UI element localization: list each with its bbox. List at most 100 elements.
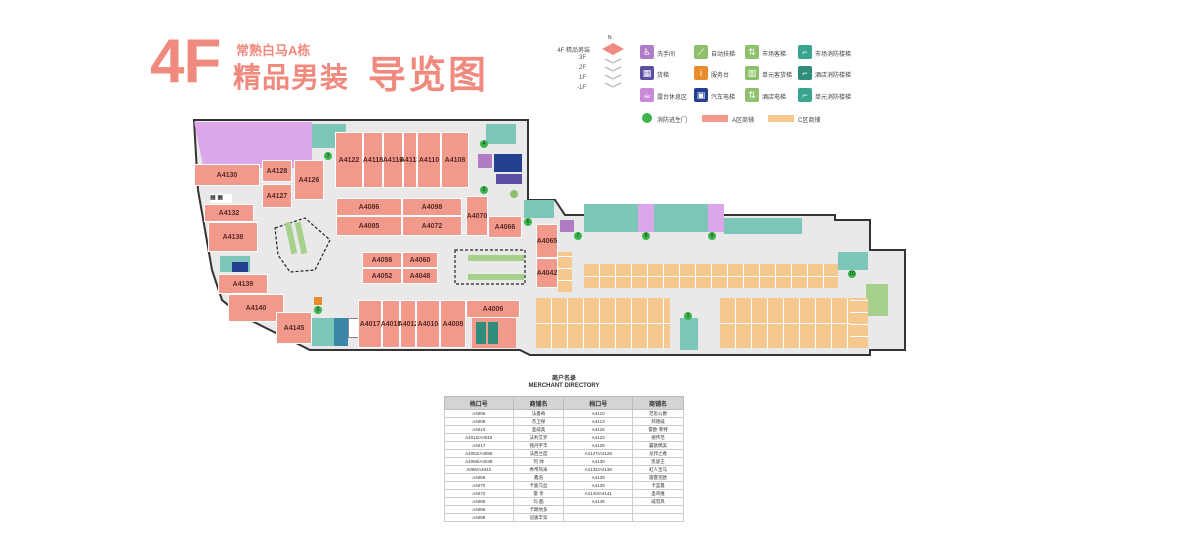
table-cell: 雷霆克欧 <box>632 473 684 482</box>
table-cell: A4012/A4015 <box>444 433 514 442</box>
legend-zone-label: 消防逃生门 <box>657 118 688 124</box>
table-cell: A4122 <box>563 433 634 442</box>
shop-a4113[interactable]: A4113 <box>400 132 420 188</box>
legend-zone-label: A区商铺 <box>732 118 755 124</box>
guide-title: 导览图 <box>368 55 489 97</box>
freight-elevator-icon <box>496 174 522 184</box>
shop-a4048[interactable]: A4048 <box>402 268 438 284</box>
shop-a4008[interactable]: A4008 <box>440 300 466 348</box>
floor-number: 4F <box>150 27 221 96</box>
shop-a4006[interactable]: A4006 <box>466 300 520 318</box>
unit-elevator-icon: ▥ <box>745 66 759 80</box>
column-header: 商铺名 <box>632 396 684 410</box>
shop-a4052[interactable]: A4052 <box>362 268 402 284</box>
shop-a4145[interactable]: A4145 <box>276 312 312 344</box>
terrace-icon <box>638 204 654 232</box>
shop-a4086[interactable]: A4086 <box>336 198 402 216</box>
directory-title: 商户名录 <box>551 376 576 382</box>
shop-a4012[interactable]: A4012 <box>398 300 418 348</box>
floor-item-1f[interactable]: 1F <box>578 75 586 81</box>
table-cell: 玛 酷 <box>512 497 565 506</box>
zone-c-swatch <box>768 115 794 122</box>
table-cell: A4140/A4141 <box>563 489 634 498</box>
shop-a4140[interactable]: A4140 <box>228 294 284 322</box>
shop-a4010[interactable]: A4010 <box>416 300 440 348</box>
shop-a4015[interactable]: A4015 <box>381 300 401 348</box>
exit-marker-5: 5 <box>480 186 488 194</box>
table-cell: 圣哥维 <box>632 489 684 498</box>
exit-marker-7: 7 <box>574 232 582 240</box>
table-cell: A4086 <box>444 505 514 514</box>
shop-a4127[interactable]: A4127 <box>262 184 292 208</box>
legend-label: 洗手间 <box>657 52 676 58</box>
zone-c-shops <box>558 252 572 292</box>
table-cell: 冠骏丰穿 <box>512 513 565 522</box>
shop-a4065[interactable]: A4065 <box>536 224 558 258</box>
hotel-fire-stairs-icon: ⌐ <box>798 66 812 80</box>
shop-a4056[interactable]: A4056 <box>362 252 402 268</box>
table-cell: 何 帅 <box>512 457 565 466</box>
escalator-icon <box>866 284 888 316</box>
shop-a4042[interactable]: A4042 <box>536 258 558 288</box>
shop-a4122[interactable]: A4122 <box>335 132 363 188</box>
table-cell: 雷 享 <box>512 489 565 498</box>
freight-elevator-icon: ▦ <box>640 66 654 80</box>
shop-a4110[interactable]: A4110 <box>417 132 441 188</box>
shop-a4072[interactable]: A4072 <box>402 216 462 236</box>
shop-a4118[interactable]: A4118 <box>363 132 383 188</box>
table-cell: A4008 <box>444 417 514 426</box>
table-cell <box>563 505 634 514</box>
table-cell: 范思公爵 <box>632 409 684 418</box>
shop-a4070[interactable]: A4070 <box>466 196 488 236</box>
table-cell: 邦德威 <box>632 417 684 426</box>
legend-label: 露台休息区 <box>657 95 688 101</box>
table-cell: 凯旋王 <box>632 457 684 466</box>
floor-item-b1[interactable]: -1F <box>577 85 586 91</box>
table-cell: 威羽风 <box>632 497 684 506</box>
shop-a4066[interactable]: A4066 <box>488 216 522 238</box>
floor-item-2f[interactable]: 2F <box>578 65 586 71</box>
table-cell: 铭丹宇丰 <box>512 441 565 450</box>
shop-a4116[interactable]: A4116 <box>383 132 403 188</box>
table-cell: 法西兰度 <box>512 449 565 458</box>
shop-a4132[interactable]: A4132 <box>204 204 254 222</box>
shop-a4139[interactable]: A4139 <box>218 274 268 294</box>
exit-marker-6: 6 <box>524 218 532 226</box>
terrace-icon <box>708 204 724 232</box>
fire-stairs-icon: ⌐ <box>798 45 812 59</box>
table-cell: A4060/A4048 <box>444 457 514 466</box>
table-cell: 雷欧·莱特 <box>632 425 684 434</box>
shop-a4060[interactable]: A4060 <box>402 252 438 268</box>
elevator-icon: ⇅ <box>745 45 759 59</box>
legend-label: 市场消防楼梯 <box>815 52 852 58</box>
table-cell: A4118 <box>563 425 634 434</box>
shop-a4085[interactable]: A4085 <box>336 216 402 236</box>
shop-a4017[interactable]: A4017 <box>358 300 382 348</box>
shop-a4126[interactable]: A4126 <box>294 160 324 200</box>
floor-item-3f[interactable]: 3F <box>578 55 586 61</box>
floor-item-4f[interactable]: 4F 精品男装 <box>557 48 590 54</box>
table-cell: A4072 <box>444 489 514 498</box>
fire-stairs-icon <box>838 252 868 270</box>
table-cell: A4098 <box>444 513 514 522</box>
table-header-row: 档口号 商铺名 档口号 商铺名 <box>444 396 684 410</box>
fire-stairs-icon <box>524 200 554 218</box>
legend-label: 单元消防楼梯 <box>815 95 852 101</box>
shop-a4130[interactable]: A4130 <box>194 164 260 186</box>
legend-label: 酒店电梯 <box>762 95 787 101</box>
table-cell: A4127/A4128 <box>563 449 634 458</box>
hotel-elevator-icon: ⇅ <box>745 88 759 102</box>
shop-a4128[interactable]: A4128 <box>262 160 292 182</box>
car-elevator-icon <box>494 154 522 172</box>
shop-a4108[interactable]: A4108 <box>441 132 469 188</box>
shop-a4138[interactable]: A4138 <box>208 222 258 252</box>
shop-a4098[interactable]: A4098 <box>402 198 462 216</box>
